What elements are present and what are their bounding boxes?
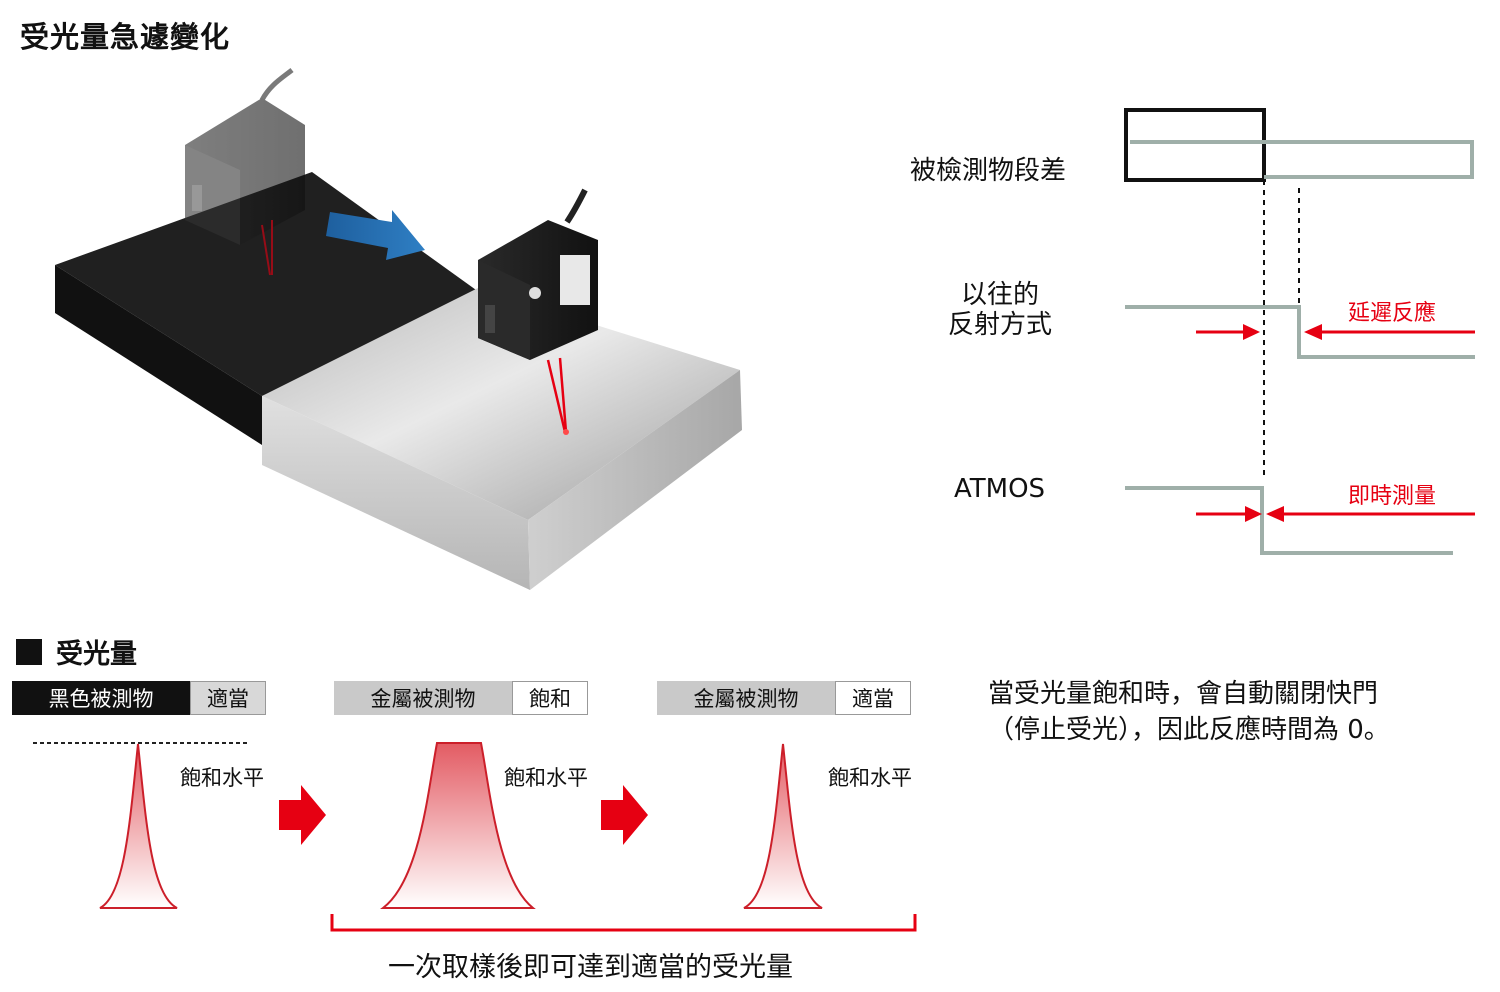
- bottom-caption: 一次取樣後即可達到適當的受光量: [388, 952, 793, 983]
- step-arrow-1-icon: [279, 785, 326, 845]
- light-section-title-text: 受光量: [56, 639, 137, 670]
- panel-2-status: 飽和: [512, 681, 588, 715]
- shutter-note-line1: 當受光量飽和時，會自動關閉快門: [988, 679, 1379, 709]
- panel-3-tag: 金屬被測物 適當: [657, 681, 911, 715]
- step-object-black: [1124, 108, 1266, 182]
- sensor-after: [478, 188, 598, 435]
- panel-3-level-label: 飽和水平: [828, 766, 912, 790]
- panel-3-status: 適當: [835, 681, 911, 715]
- shutter-note-line2: （停止受光），因此反應時間為 0。: [988, 715, 1390, 745]
- result-bracket: [330, 914, 917, 932]
- panel-2-object: 金屬被測物: [334, 681, 512, 715]
- panel-1-object: 黑色被測物: [12, 681, 190, 715]
- peak-1: [99, 743, 178, 909]
- panel-3-object: 金屬被測物: [657, 681, 835, 715]
- atmos-signal: [1125, 486, 1453, 555]
- step-label: 被檢測物段差: [910, 156, 1067, 186]
- conventional-label-line2: 反射方式: [947, 310, 1052, 340]
- delay-tag: 延遲反應: [1348, 301, 1437, 326]
- page-title: 受光量急遽變化: [20, 20, 231, 54]
- delay-arrows: [1196, 324, 1475, 340]
- peak-3: [743, 743, 823, 909]
- sensor-before: [185, 68, 305, 276]
- peak-2: [380, 742, 536, 909]
- conventional-label-line1: 以往的: [960, 280, 1039, 310]
- conventional-label: 以往的 反射方式: [935, 280, 1065, 340]
- motion-arrow-icon: [326, 210, 425, 260]
- section-square-icon: [16, 638, 42, 665]
- panel-1-status: 適當: [190, 681, 266, 715]
- step-object-metal: [1130, 140, 1474, 179]
- panel-1-tag: 黑色被測物 適當: [12, 681, 266, 715]
- panel-2-level-label: 飽和水平: [504, 766, 588, 790]
- panel-2-tag: 金屬被測物 飽和: [334, 681, 588, 715]
- light-section-title: 受光量: [16, 632, 137, 671]
- conventional-signal: [1125, 305, 1475, 359]
- realtime-tag: 即時測量: [1348, 484, 1437, 509]
- sensor-illustration: [55, 68, 742, 590]
- realtime-arrows: [1196, 506, 1475, 522]
- timing-diagram: [1124, 108, 1475, 555]
- atmos-label: ATMOS: [954, 474, 1046, 504]
- panel-1-level-label: 飽和水平: [180, 766, 264, 790]
- metal-object: [262, 288, 742, 590]
- light-waveforms: [33, 742, 917, 932]
- shutter-note: 當受光量飽和時，會自動關閉快門 （停止受光），因此反應時間為 0。: [988, 676, 1390, 748]
- step-arrow-2-icon: [601, 785, 648, 845]
